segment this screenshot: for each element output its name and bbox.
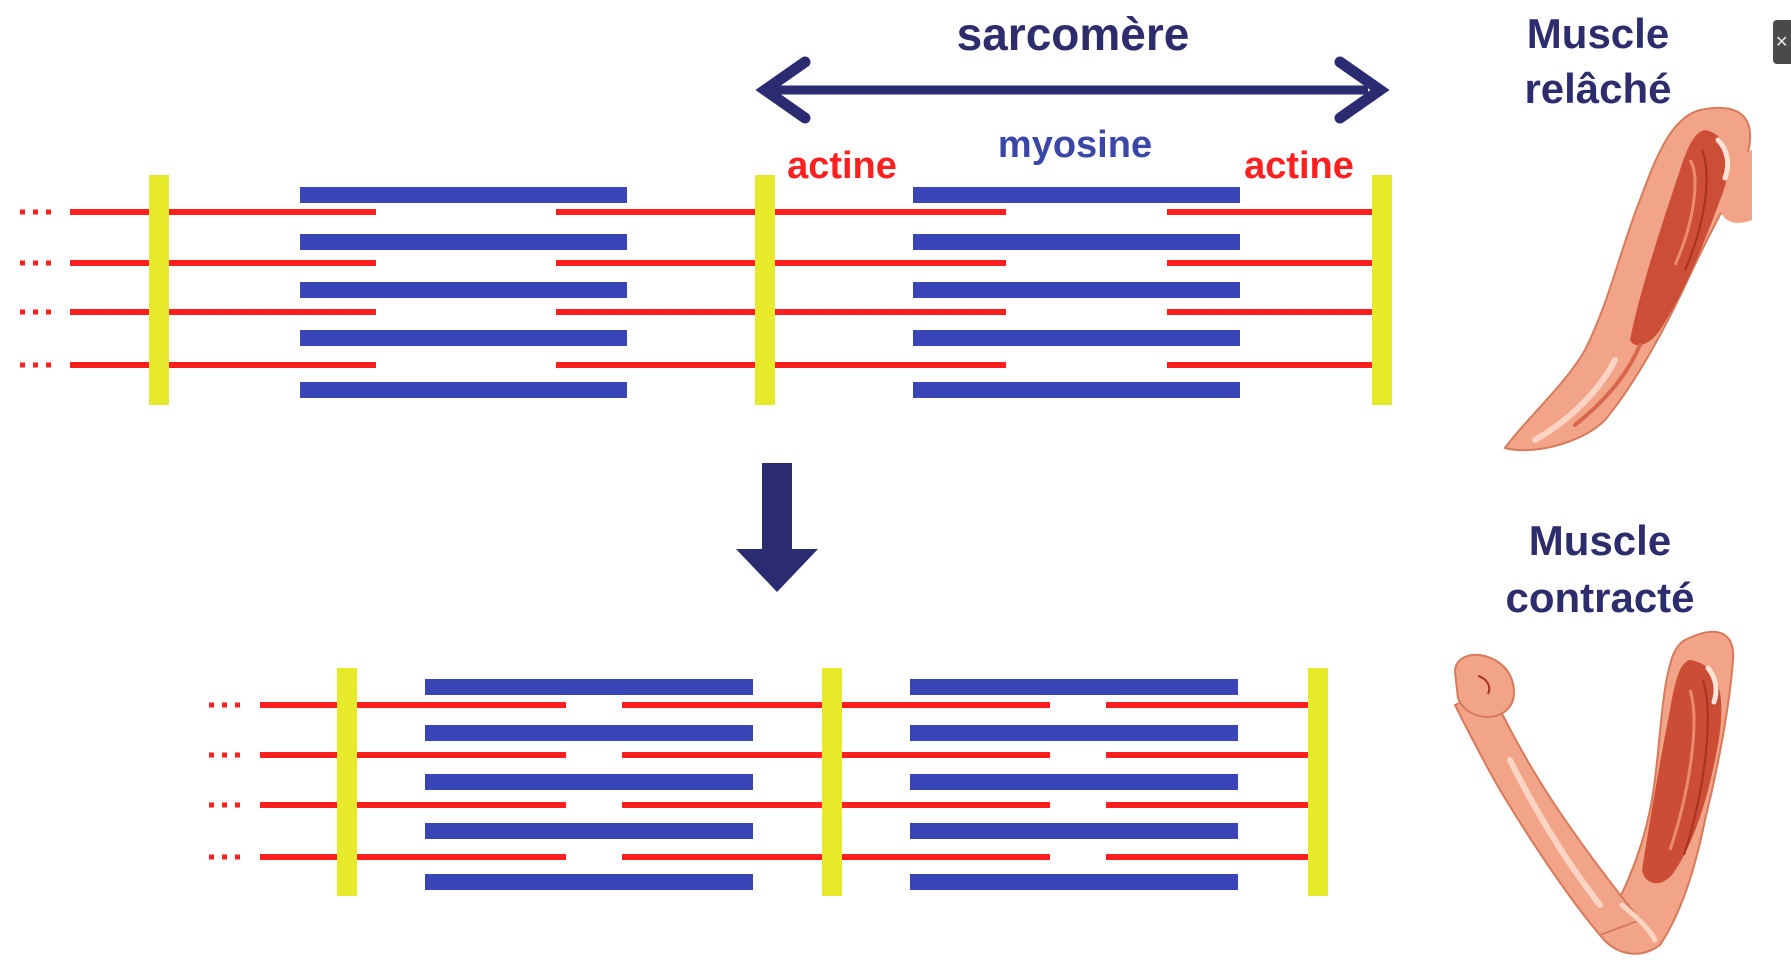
relaxed-sarcomere-diagram [20, 175, 1392, 405]
actin-label-right: actine [1244, 145, 1354, 187]
actin-continuation-dot [33, 209, 38, 215]
sarcomere-span-arrow [755, 56, 1390, 124]
z-disc [149, 175, 169, 405]
actin-continuation-dot [209, 802, 214, 808]
muscle-contracted-label-line2: contracté [1505, 574, 1694, 621]
actin-continuation-dot [209, 854, 214, 860]
actin-continuation-dot [33, 309, 38, 315]
actin-continuation-dot [33, 260, 38, 266]
z-disc [755, 175, 775, 405]
contracted-arm-illustration [1453, 630, 1735, 955]
actin-continuation-dot [222, 752, 227, 758]
z-disc [337, 668, 357, 896]
actin-continuation-dot [33, 362, 38, 368]
actin-continuation-dot [20, 209, 25, 215]
actin-continuation-dot [222, 854, 227, 860]
actin-continuation-dot [209, 752, 214, 758]
actin-continuation-dot [46, 362, 51, 368]
actin-continuation-dot [222, 802, 227, 808]
muscle-contracted-label-line1: Muscle [1529, 517, 1671, 564]
close-icon[interactable]: ✕ [1773, 20, 1791, 64]
actin-continuation-dot [235, 802, 240, 808]
actin-continuation-dot [235, 854, 240, 860]
actin-continuation-dot [46, 309, 51, 315]
muscle-relaxed-label-line2: relâché [1524, 65, 1671, 112]
z-disc [1308, 668, 1328, 896]
muscle-relaxed-label-line1: Muscle [1527, 10, 1669, 57]
actin-continuation-dot [46, 209, 51, 215]
actin-continuation-dot [20, 362, 25, 368]
z-disc [822, 668, 842, 896]
actin-continuation-dot [235, 752, 240, 758]
actin-continuation-dot [20, 309, 25, 315]
z-disc [1372, 175, 1392, 405]
myosin-label: myosine [998, 124, 1152, 166]
relaxed-arm-illustration [1503, 106, 1752, 452]
actin-continuation-dot [235, 702, 240, 708]
actin-label-left: actine [787, 145, 897, 187]
actin-continuation-dot [46, 260, 51, 266]
down-arrow-icon [736, 463, 818, 592]
actin-continuation-dot [209, 702, 214, 708]
actin-continuation-dot [222, 702, 227, 708]
actin-continuation-dot [20, 260, 25, 266]
sarcomere-label: sarcomère [957, 8, 1190, 60]
contracted-sarcomere-diagram [209, 668, 1328, 896]
